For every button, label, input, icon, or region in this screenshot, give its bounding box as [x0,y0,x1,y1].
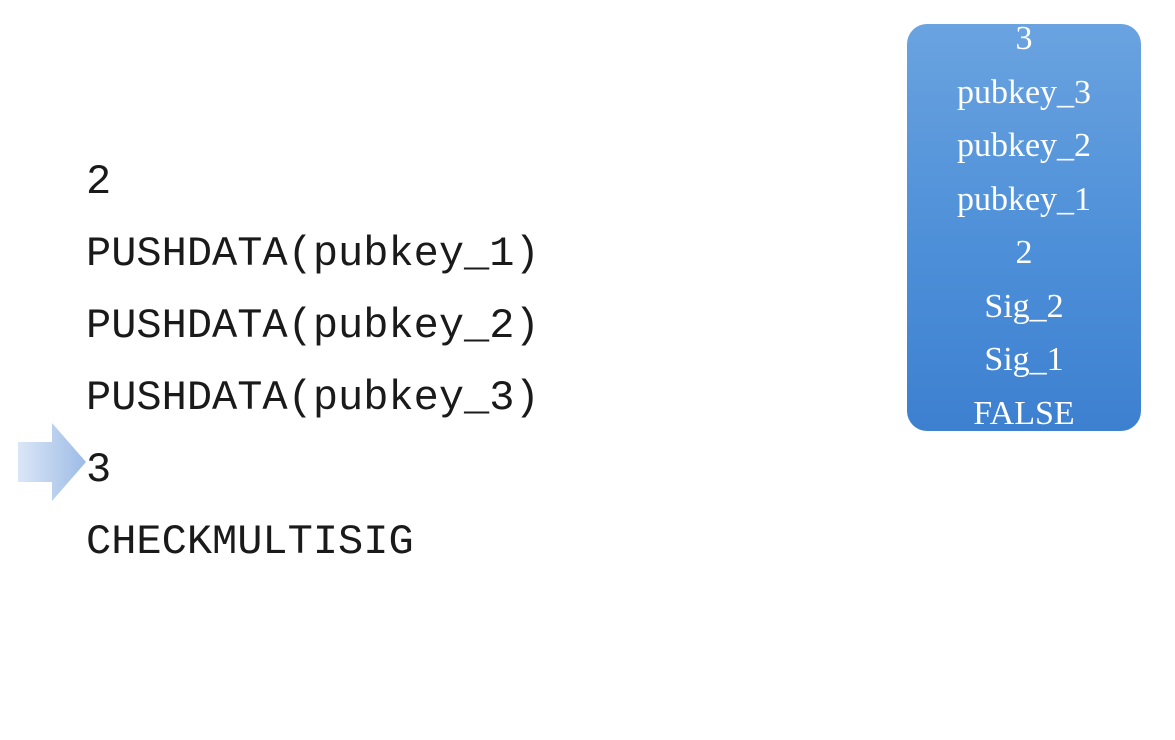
stack-item: Sig_1 [984,341,1064,378]
stack-panel: 3 pubkey_3 pubkey_2 pubkey_1 2 Sig_2 Sig… [907,24,1141,431]
stack-item: Sig_2 [984,287,1064,325]
stack-item: FALSE [973,394,1075,432]
stack-item: pubkey_2 [956,127,1092,164]
script-line: PUSHDATA(pubkey_2) [86,302,540,350]
right-arrow-icon [18,423,86,501]
stack-item: 2 [1015,234,1033,271]
stack-list: 3 pubkey_3 pubkey_2 pubkey_1 2 Sig_2 Sig… [907,24,1141,431]
slide-title-cropped [445,0,785,12]
script-listing: 2 PUSHDATA(pubkey_1) PUSHDATA(pubkey_2) … [86,146,540,578]
stack-item: 3 [1015,24,1033,57]
script-line: CHECKMULTISIG [86,518,414,566]
script-line: PUSHDATA(pubkey_1) [86,230,540,278]
script-line: 2 [86,158,112,206]
stack-item: pubkey_1 [956,180,1092,218]
script-line-current: 3 [86,446,112,494]
script-line: PUSHDATA(pubkey_3) [86,374,540,422]
stack-item: pubkey_3 [956,73,1092,111]
